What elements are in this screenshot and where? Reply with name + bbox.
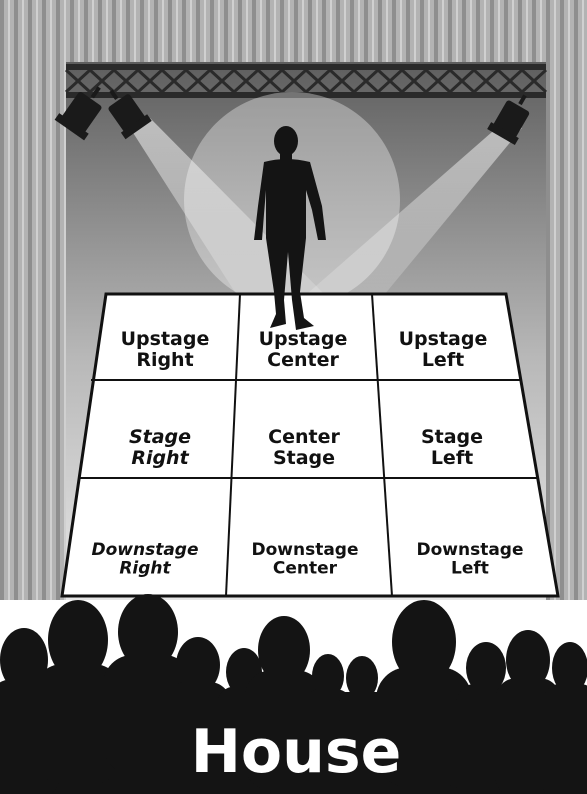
- grid-cell-label-line: Downstage: [91, 540, 198, 560]
- top-curtain: [0, 0, 587, 62]
- left-curtain: [0, 55, 66, 600]
- grid-cell-label-line: Right: [131, 447, 189, 469]
- grid-cell-label-line: Right: [136, 349, 193, 371]
- grid-cell-label-line: Center: [267, 349, 339, 371]
- grid-cell-label-line: Right: [119, 559, 171, 579]
- grid-cell-label-line: Downstage: [416, 540, 523, 560]
- grid-cell-label-line: Upstage: [399, 328, 488, 350]
- grid-cell-label-line: Stage: [129, 426, 191, 448]
- grid-cell-label-line: Upstage: [121, 328, 210, 350]
- right-curtain: [546, 55, 587, 600]
- grid-cell-label-line: Center: [273, 559, 338, 579]
- grid-cell-label-line: Left: [431, 447, 473, 469]
- house-label: House: [191, 717, 402, 787]
- grid-cell-label-line: Left: [451, 559, 489, 579]
- grid-cell-label-line: Downstage: [251, 540, 358, 560]
- grid-cell-label-line: Stage: [421, 426, 483, 448]
- grid-cell-label-line: Center: [268, 426, 340, 448]
- grid-cell-label-line: Upstage: [259, 328, 348, 350]
- grid-cell-label-line: Stage: [273, 447, 335, 469]
- grid-cell-label-line: Left: [422, 349, 464, 371]
